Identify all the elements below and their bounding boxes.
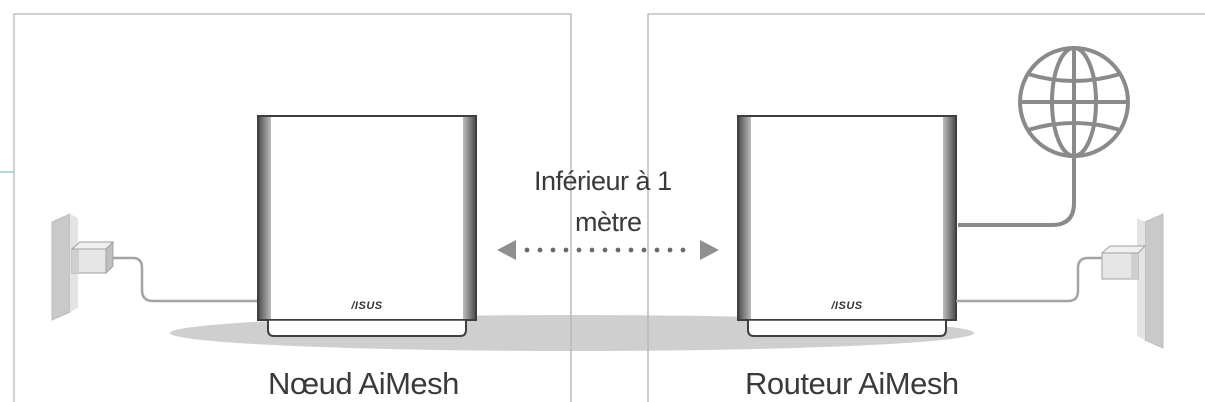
node-logo: /ISUS <box>350 300 382 312</box>
wall-outlet-icon <box>1100 213 1164 349</box>
wall-outlet-icon <box>51 213 115 321</box>
router-logo: /ISUS <box>830 300 862 312</box>
router-power-cable <box>956 256 1102 303</box>
globe-icon <box>1018 46 1130 158</box>
aimesh-node-device: /ISUS <box>257 115 477 337</box>
node-label: Nœud AiMesh <box>268 366 459 401</box>
internet-cable <box>958 158 1076 227</box>
node-power-cable <box>112 256 259 303</box>
distance-label-line2: mètre <box>575 207 642 237</box>
distance-label-line1: Inférieur à 1 <box>534 166 672 196</box>
double-arrow-icon <box>497 240 719 260</box>
router-label: Routeur AiMesh <box>745 366 959 401</box>
aimesh-router-device: /ISUS <box>737 115 957 337</box>
